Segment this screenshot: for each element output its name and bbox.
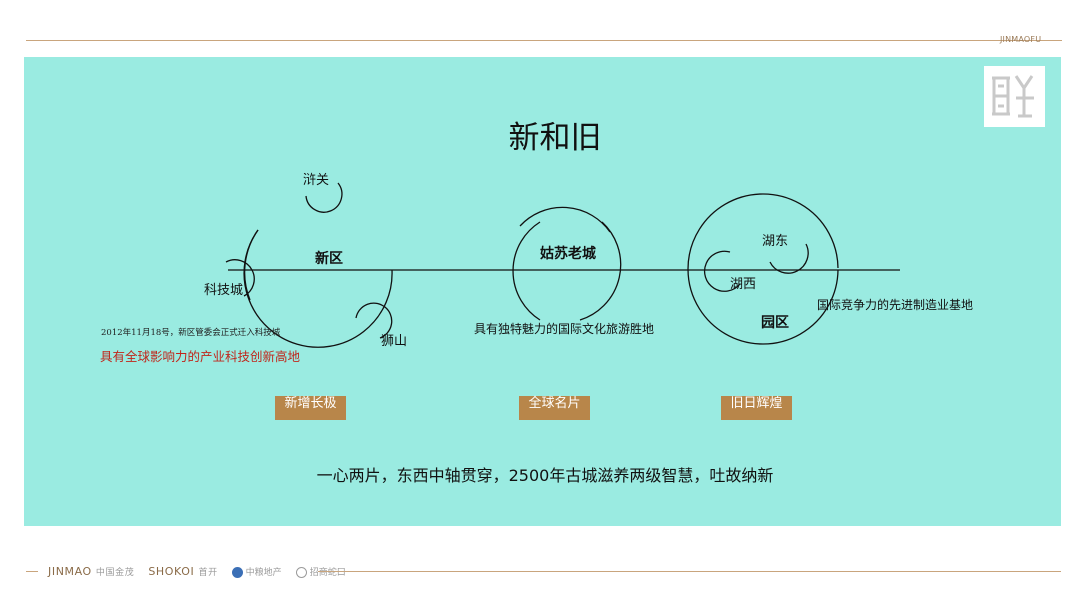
note-innovation-highland: 具有全球影响力的产业科技创新高地: [100, 349, 301, 364]
cmsk-logo: 招商蛇口: [295, 565, 346, 578]
label-kejicheng: 科技城: [204, 283, 244, 298]
kejicheng-circle: [225, 259, 255, 297]
cofco-logo: 中粮地产: [231, 565, 282, 578]
bottom-divider: [318, 571, 1061, 572]
label-new-district: 新区: [315, 251, 343, 267]
note-manufacturing-base: 国际竞争力的先进制造业基地: [817, 298, 974, 312]
brand-tag: JINMAOFU: [1000, 35, 1042, 44]
summary-statement: 一心两片，东西中轴贯穿，2500年古城滋养两级智慧，吐故纳新: [316, 466, 774, 485]
label-hudong: 湖东: [762, 234, 789, 249]
xuguan-circle: [305, 182, 343, 213]
shishan-circle: [355, 302, 393, 339]
old-city-circle: [579, 221, 622, 321]
cofco-icon: [231, 566, 243, 578]
bottom-divider-left: [26, 571, 38, 572]
jinmao-logo: JINMAO 中国金茂: [48, 564, 135, 578]
label-old-city: 姑苏老城: [540, 246, 596, 262]
note-relocation: 2012年11月18号，新区管委会正式迁入科技城: [101, 328, 281, 338]
page-title: 新和旧: [508, 120, 602, 156]
label-huxi: 湖西: [730, 277, 757, 292]
tag-new-growth: 新增长极: [275, 396, 346, 420]
partner-logos: JINMAO 中国金茂 SHOKOI 首开 中粮地产 招商蛇口: [48, 562, 346, 580]
huxi-circle: [703, 250, 741, 292]
hudong-circle: [769, 243, 809, 274]
note-culture-tourism: 具有独特魅力的国际文化旅游胜地: [474, 322, 655, 336]
seal-logo-icon: [984, 66, 1045, 127]
tag-global-card: 全球名片: [519, 396, 590, 420]
content-panel: [24, 57, 1061, 526]
park-district-circle: [687, 193, 839, 345]
cmsk-icon: [295, 566, 307, 578]
label-xuguan: 浒关: [303, 173, 330, 188]
tag-former-glory: 旧日辉煌: [721, 396, 792, 420]
top-divider: [26, 40, 1062, 41]
label-shishan: 狮山: [381, 334, 408, 349]
shokoi-logo: SHOKOI 首开: [148, 564, 218, 578]
label-park-district: 园区: [761, 315, 789, 331]
